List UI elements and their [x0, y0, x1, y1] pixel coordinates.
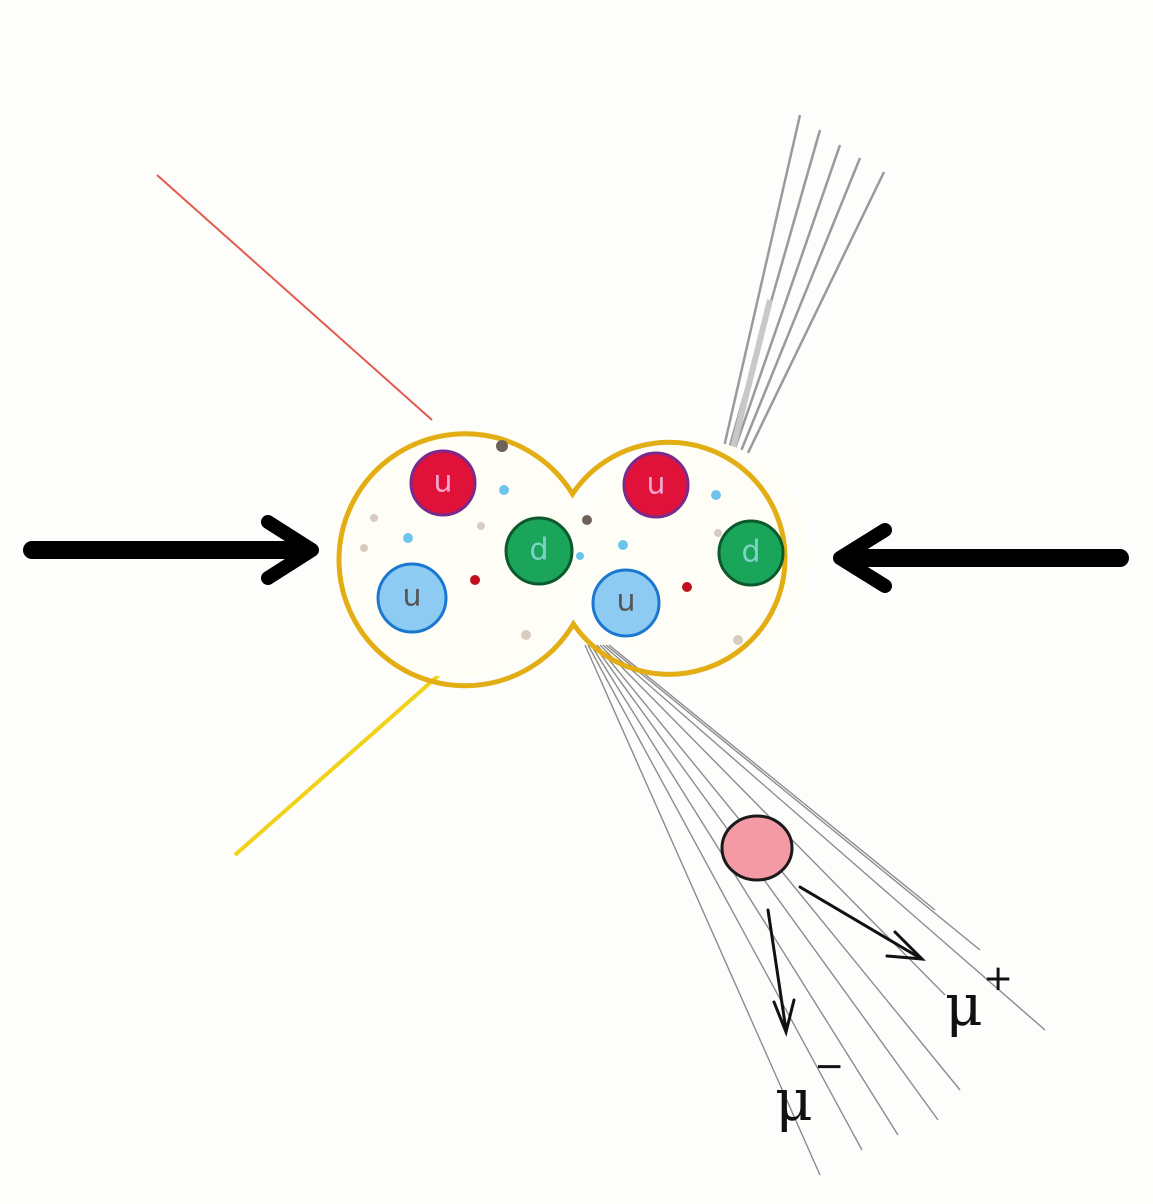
upper-jet	[714, 114, 886, 491]
muon-plus-label: μ +	[945, 958, 1013, 1039]
muon-minus-sign: −	[814, 1046, 844, 1087]
proton-outline	[336, 431, 788, 689]
muon-plus-sign: +	[983, 958, 1013, 999]
resonance-particle	[720, 814, 794, 882]
muon-plus-symbol: μ	[945, 971, 983, 1039]
lower-jet	[584, 644, 1046, 1176]
red-track	[156, 174, 433, 421]
sea-particles	[360, 440, 743, 645]
muon-minus-symbol: μ	[775, 1066, 813, 1134]
quark-label: d	[741, 535, 760, 570]
left-up-quark-red: u	[409, 449, 477, 517]
quark-label: u	[402, 579, 421, 614]
right-arrow-icon	[23, 515, 319, 585]
right-down-quark-green: d	[717, 519, 785, 587]
muon-plus-arrow-icon	[798, 885, 926, 961]
muon-minus-label: μ −	[775, 1046, 844, 1134]
muon-minus-arrow-icon	[766, 908, 796, 1037]
quark-label: u	[433, 465, 452, 500]
right-up-quark-red: u	[622, 451, 690, 519]
quark-label: u	[616, 584, 635, 619]
left-up-quark-blue: u	[376, 562, 448, 634]
left-arrow-icon	[833, 523, 1129, 593]
right-up-quark-blue: u	[591, 568, 661, 638]
left-down-quark-green: d	[504, 516, 574, 586]
quark-label: d	[529, 533, 548, 568]
quark-label: u	[646, 467, 665, 502]
